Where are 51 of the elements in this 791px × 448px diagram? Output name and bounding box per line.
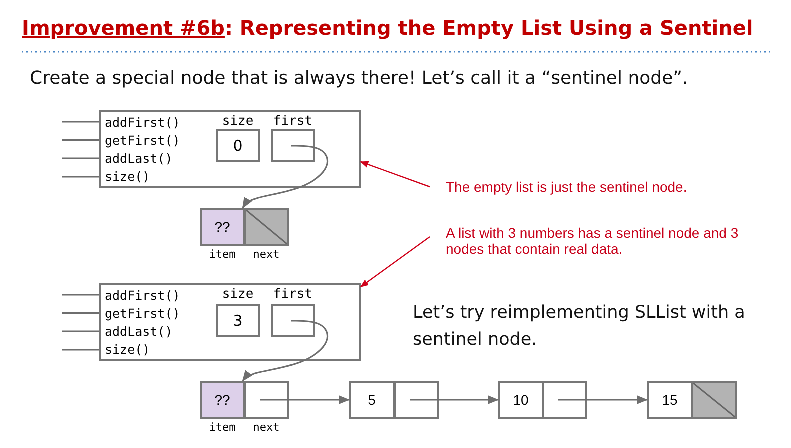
field-label: item <box>208 248 237 261</box>
field-label: first <box>272 288 314 302</box>
method-line <box>62 158 99 160</box>
callout-arrow <box>360 161 430 188</box>
pointer-arrow <box>242 145 329 209</box>
cell-value: 5 <box>368 392 376 408</box>
field-label: item <box>208 421 237 434</box>
method-name: size() <box>105 342 150 357</box>
value-cell <box>498 381 544 419</box>
pointer-cell <box>394 381 439 419</box>
annotation-text: A list with 3 numbers has a sentinel node and 3 nodes that contain real data. <box>446 225 766 261</box>
method-line <box>62 294 99 296</box>
field-label: next <box>252 248 281 261</box>
annotation-text: The empty list is just the sentinel node. <box>446 179 746 199</box>
method-name: size() <box>105 169 150 184</box>
value-cell <box>647 381 693 419</box>
note-text: Let’s try reimplementing SLList with a sentinel node. <box>413 302 746 352</box>
field-value: 3 <box>233 312 243 330</box>
method-name: addFirst() <box>105 115 180 130</box>
field-value: 0 <box>233 136 243 154</box>
method-line <box>62 312 99 314</box>
pointer-cell <box>542 381 587 419</box>
cell-value: 10 <box>513 392 529 408</box>
list-object-box <box>99 110 361 188</box>
pointer-arrow <box>260 396 350 404</box>
field-label: size <box>221 115 255 129</box>
method-line <box>62 140 99 142</box>
pointer-arrow <box>242 320 329 382</box>
method-line <box>62 330 99 332</box>
cell-value: 15 <box>662 392 678 408</box>
method-name: addLast() <box>105 151 173 166</box>
method-name: addFirst() <box>105 288 180 303</box>
slide-title: Improvement #6b: Representing the Empty List Using a Sentinel <box>22 16 754 40</box>
method-name: addLast() <box>105 324 173 339</box>
field-label: size <box>221 288 255 302</box>
pointer-arrow <box>558 396 648 404</box>
method-name: getFirst() <box>105 133 180 148</box>
method-line <box>62 176 99 178</box>
cell-value: ?? <box>214 219 230 235</box>
method-name: getFirst() <box>105 306 180 321</box>
cell-value: ?? <box>214 392 230 408</box>
field-label: first <box>272 115 314 129</box>
subtitle-text: Create a special node that is always there! Let’s call it a “sentinel node”. <box>30 68 688 89</box>
method-line <box>62 121 99 123</box>
callout-arrow <box>360 236 430 288</box>
field-label: next <box>252 421 281 434</box>
pointer-arrow <box>410 396 500 404</box>
value-cell <box>349 381 395 419</box>
list-object-box <box>99 283 361 361</box>
null-pointer-cell <box>691 381 737 419</box>
method-line <box>62 349 99 351</box>
